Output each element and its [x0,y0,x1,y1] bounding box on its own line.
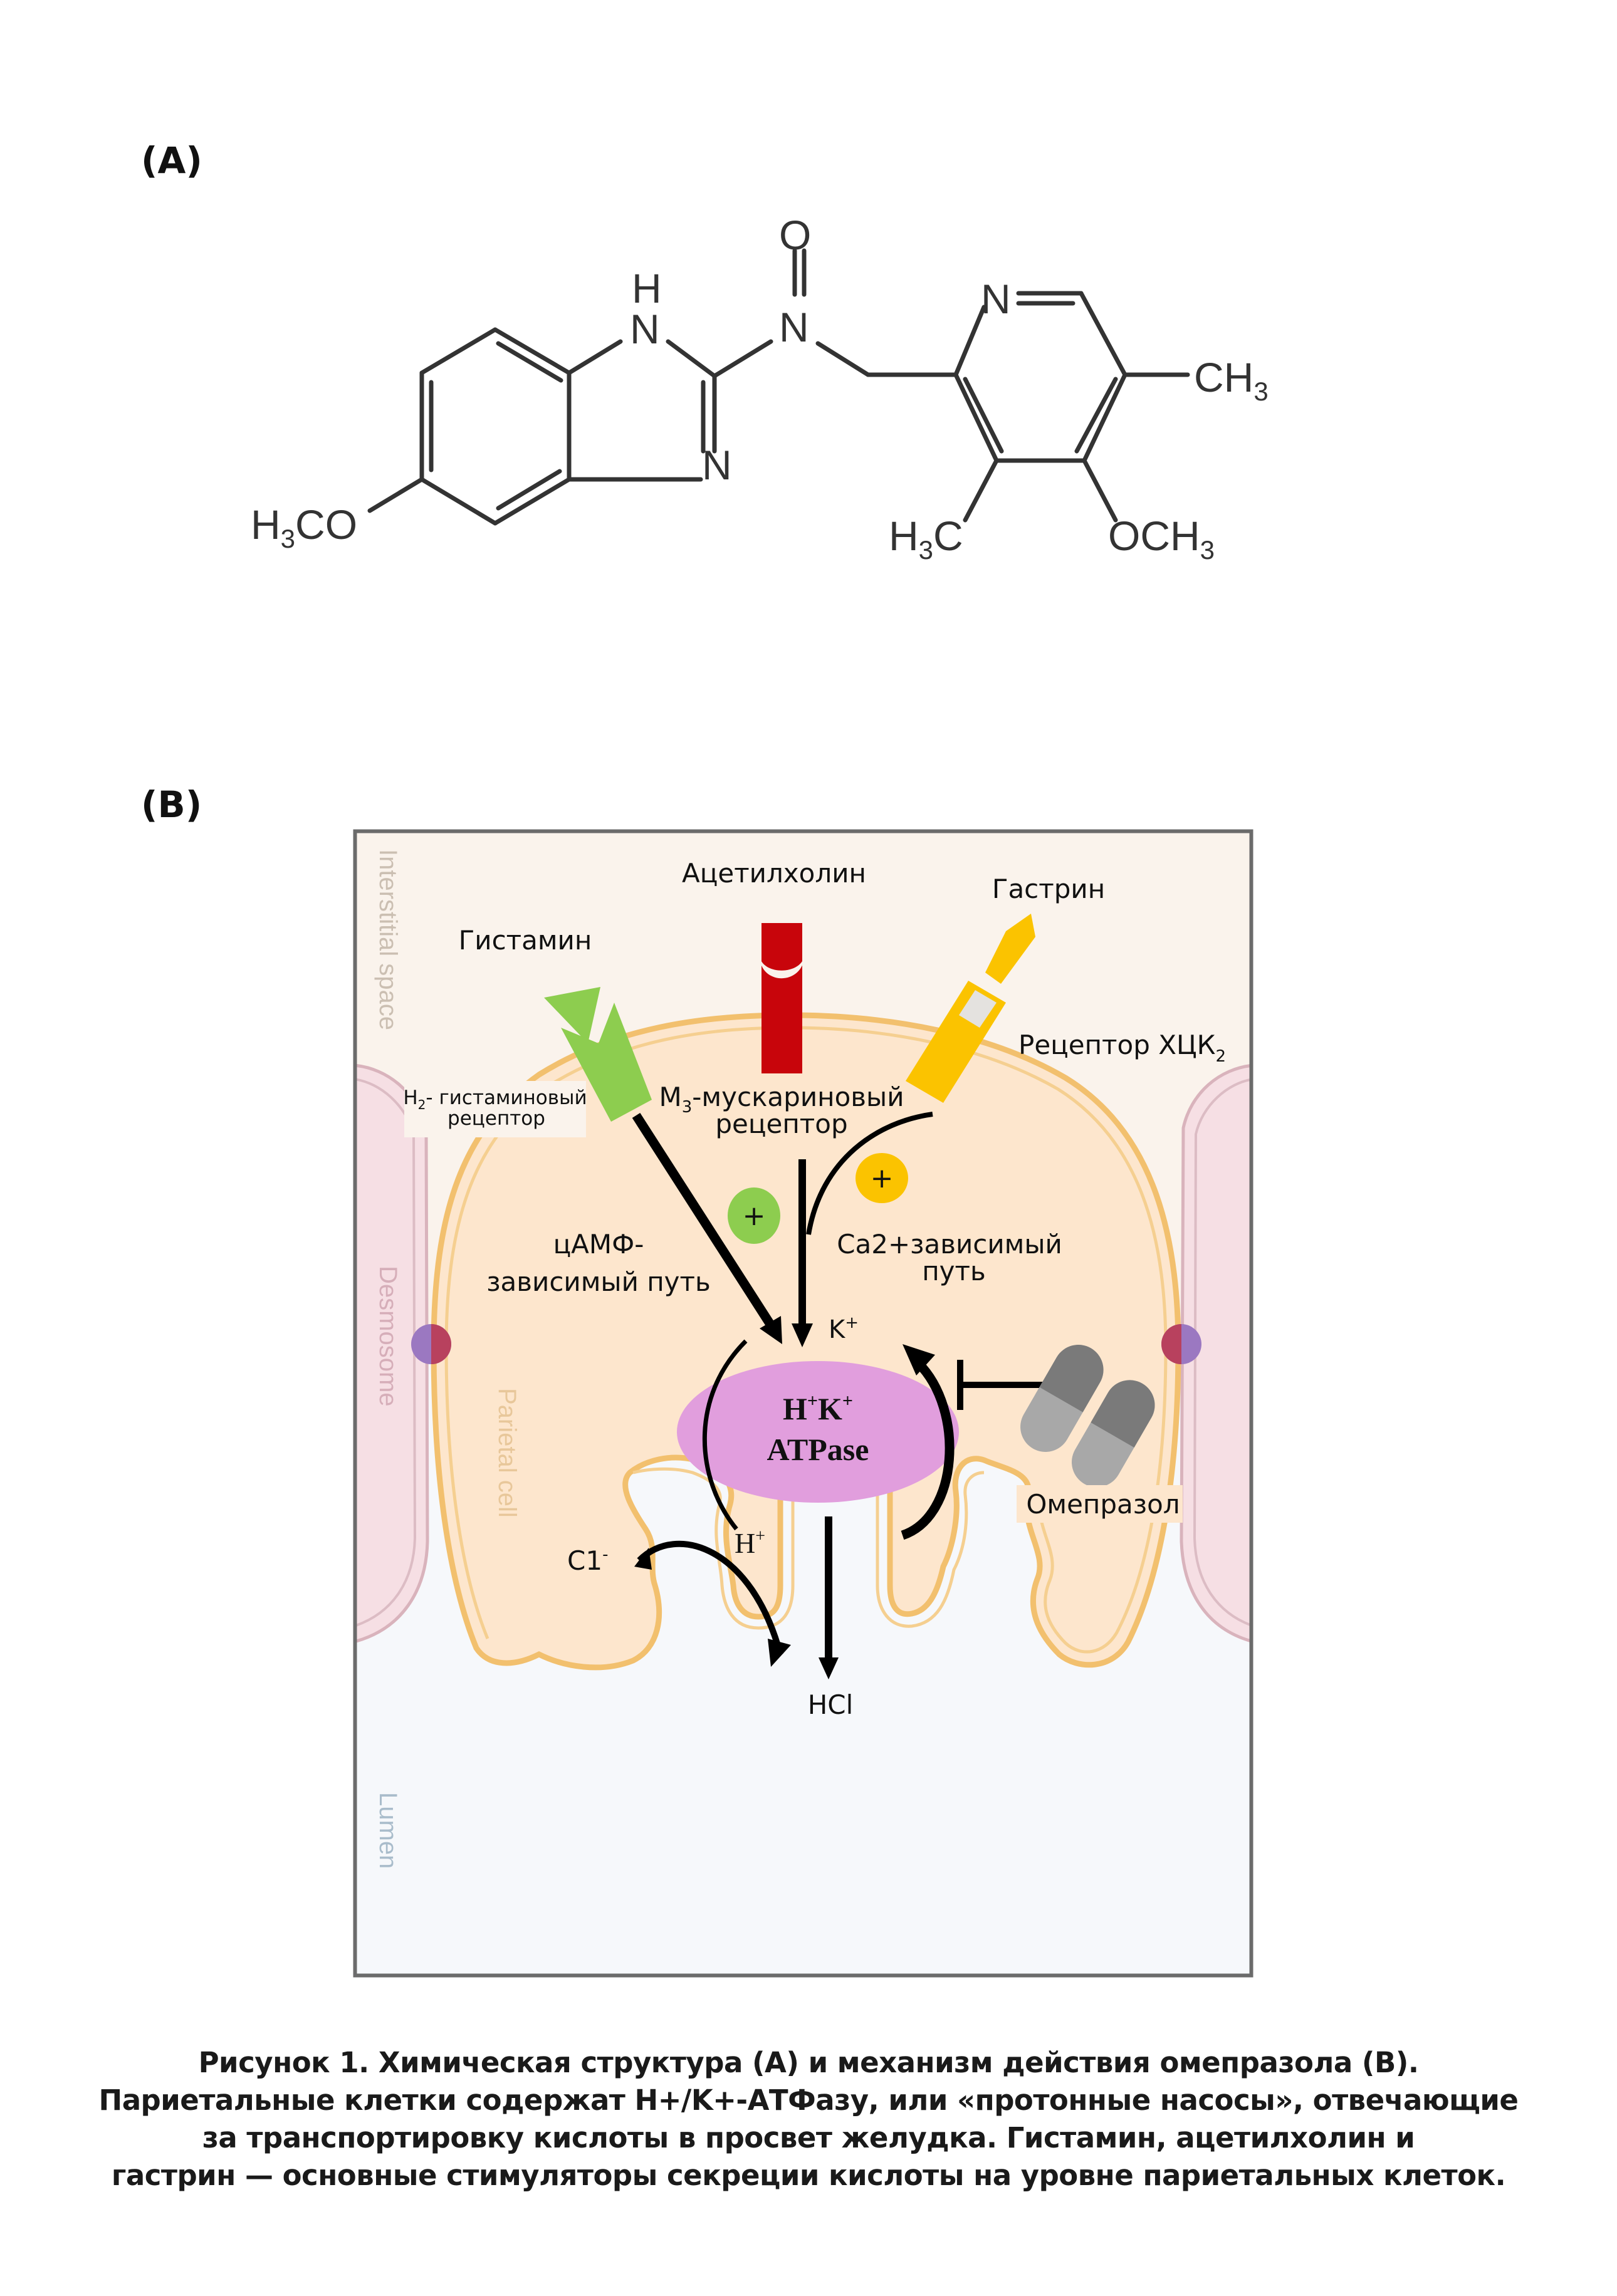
group-ch3-right: CH3 [1194,354,1269,406]
bond [953,305,986,377]
bond [493,477,572,526]
histamine-ligand [544,987,600,1043]
bond [1082,458,1118,523]
ca-activation-badge: + [856,1153,908,1203]
parietal-cell [431,1012,1181,1671]
m3-receptor-label-line2: рецептор [715,1109,847,1139]
group-h3c-bottom: H3C [889,513,963,565]
atom-o: O [779,212,811,258]
hcl-arrowhead [819,1657,839,1679]
k-ion-label: K+ [829,1313,859,1344]
atom-h: H [632,265,662,311]
desmosome-label: Desmosome [374,1266,402,1407]
bond [493,327,572,375]
camp-activation-badge: + [728,1187,780,1244]
interstitial-space-label: Interstitial space [374,849,402,1030]
svg-text:CH3: CH3 [1194,354,1269,406]
bond [367,477,424,513]
h2-receptor-label-line1: H2- гистаминовый [403,1087,587,1112]
camp-arrowhead [760,1316,782,1344]
h-k-atpase-pump [677,1361,959,1503]
omeprazole-label: Омепразол [1026,1489,1180,1520]
h-ion-efflux-curve [702,1339,748,1531]
group-h3co: H3CO [251,501,357,553]
lumen-label: Lumen [374,1792,402,1869]
bond-double [496,469,562,511]
camp-pathway-label-line2: зависимый путь [486,1266,711,1297]
caption-line: за транспортировку кислоты в просвет жел… [202,2121,1415,2154]
bond-double [496,341,563,383]
bond [712,339,773,378]
bond [963,458,999,523]
bond [419,477,498,526]
atom-n-nh: N [630,306,660,352]
chloride-transport-arrow [637,1540,783,1656]
m3-arrowhead [792,1323,813,1347]
histamine-label: Гистамин [459,925,592,956]
cck2-receptor-label: Рецептор ХЦК2 [1018,1030,1226,1066]
parietal-cell-inner-membrane [444,1026,1168,1654]
atom-n-pyridine: N [981,276,1011,322]
atpase-label-line1: H+K+ [783,1391,853,1426]
group-och3-bottom: OCH3 [1108,513,1215,565]
svg-text:H3C: H3C [889,513,963,565]
gastrin-ligand [985,914,1035,984]
omeprazole-pill-icon [1072,1380,1155,1488]
camp-pathway-arrow [632,1112,777,1330]
h-ion-label: H+ [735,1526,765,1559]
bond [953,372,999,463]
panel-b-label: (B) [141,783,202,826]
desmosome-junction-right [1161,1324,1201,1364]
bond-double [963,377,1004,454]
bond [419,327,498,375]
ca-pathway-label-line2: путь [922,1256,986,1286]
m3-receptor-label-line1: M3-мускариновый [659,1082,904,1117]
h2-receptor-label-line2: рецептор [447,1107,545,1130]
bond [1082,372,1128,463]
h2-receptor [561,1003,652,1122]
svg-text:+: + [871,1162,894,1194]
figure-caption: Рисунок 1. Химическая структура (A) и ме… [94,2044,1523,2194]
ca-pathway-label-line1: Ca2+зависимый [837,1229,1062,1260]
omeprazole-pill-icon [1020,1345,1104,1452]
svg-text:H3CO: H3CO [251,501,357,553]
caption-line: Рисунок 1. Химическая структура (A) и ме… [198,2046,1419,2079]
bond [815,341,871,377]
desmosome-junction-left [411,1324,451,1364]
bond [666,339,717,378]
k-ion-influx-curve [901,1359,955,1540]
caption-line: Париетальные клетки содержат H+/K+-АТФаз… [98,2084,1519,2117]
atpase-label-line2: ATPase [767,1432,869,1467]
mechanism-diagram: Interstitial space Desmosome Parietal ce… [356,832,1251,1975]
left-neighbor-cell [356,1063,429,1643]
bond [567,339,623,375]
svg-text:OCH3: OCH3 [1108,513,1215,565]
chemical-structure [367,248,1190,526]
svg-text:+: + [743,1200,766,1232]
bond [1079,291,1128,377]
caption-line: гастрин — основные стимуляторы секреции … [111,2159,1506,2192]
panel-a-label: (A) [141,139,202,182]
camp-pathway-label-line1: цАМФ- [553,1229,644,1260]
atom-n-oxo: N [779,304,809,350]
chloride-ion-label: C1- [567,1545,608,1576]
acetylcholine-label: Ацетилхолин [682,858,866,889]
parietal-cell-label: Parietal cell [493,1388,521,1518]
hcl-label: HCl [808,1689,854,1720]
k-influx-arrowhead [903,1344,935,1375]
cck2-receptor [906,981,1006,1103]
right-neighbor-cell [1180,1064,1251,1643]
diagram-frame [353,829,1253,1978]
chloride-arrowhead [768,1639,791,1667]
m3-receptor [760,923,803,1073]
bond-double [1074,377,1118,454]
gastrin-label: Гастрин [992,874,1105,904]
atom-labels: H N N O N N H3CO CH3 H3C OCH3 [251,212,1269,565]
atom-n-imine: N [702,442,732,488]
ca-pathway-curve [806,1112,933,1235]
